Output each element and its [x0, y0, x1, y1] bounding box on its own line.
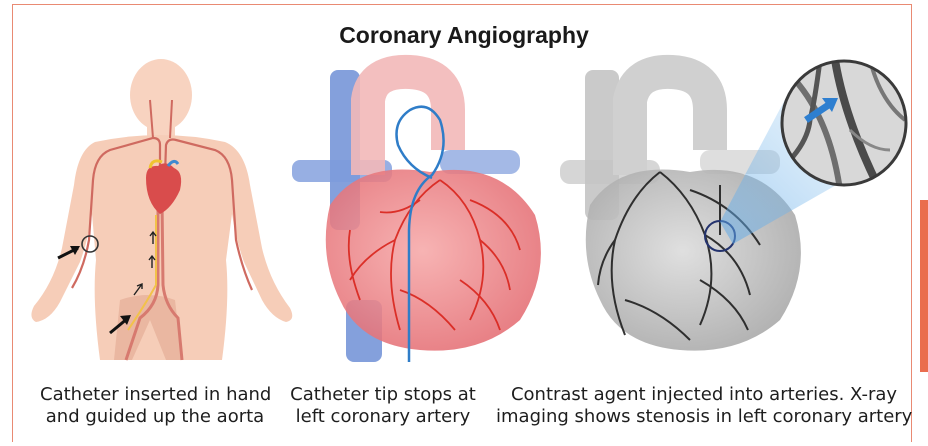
caption-panel-1-line-1: Catheter inserted in hand [40, 384, 270, 406]
caption-panel-3-line-2: imaging shows stenosis in left coronary … [496, 406, 912, 428]
caption-panel-3-line-1: Contrast agent injected into arteries. X… [496, 384, 912, 406]
caption-panel-2-line-1: Catheter tip stops at [283, 384, 483, 406]
caption-panel-1-line-2: and guided up the aorta [40, 406, 270, 428]
heart-catheter [292, 70, 541, 362]
caption-panel-2-line-2: left coronary artery [283, 406, 483, 428]
angiogram [560, 60, 910, 351]
caption-panel-3: Contrast agent injected into arteries. X… [496, 384, 912, 428]
caption-panel-2: Catheter tip stops at left coronary arte… [283, 384, 483, 428]
human-figure [31, 59, 292, 360]
caption-panel-1: Catheter inserted in hand and guided up … [40, 384, 270, 428]
